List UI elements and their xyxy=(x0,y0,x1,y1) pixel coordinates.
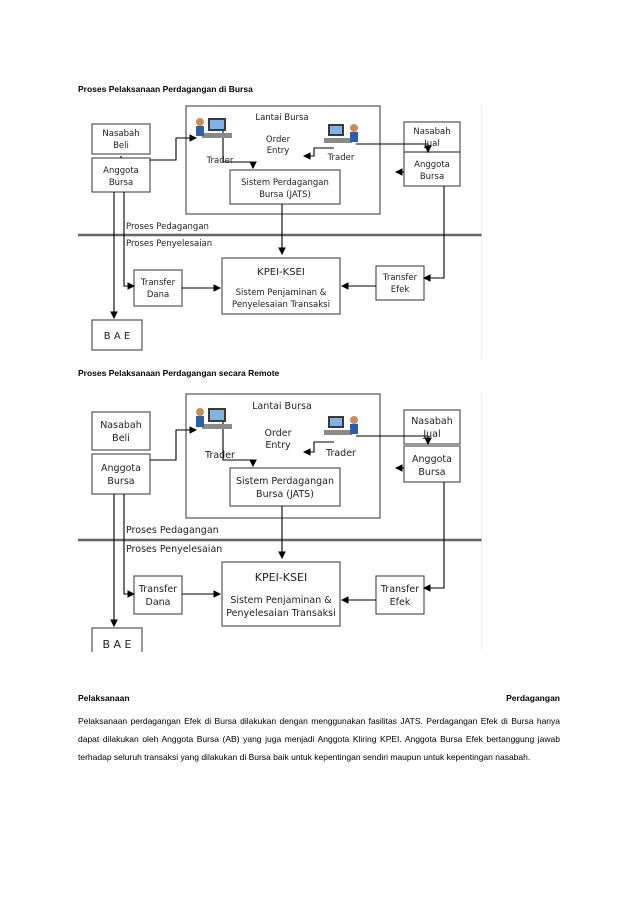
section-title-left: Pelaksanaan xyxy=(78,693,130,703)
box-kpei xyxy=(221,561,341,627)
jats-label: Bursa (JATS) xyxy=(259,190,311,200)
anggota-bursa-label: Bursa xyxy=(107,476,134,487)
kpei-sub-label: Sistem Penjaminan & xyxy=(230,595,332,606)
kpei-sub-label: Penyelesaian Transaksi xyxy=(226,608,336,619)
transfer-efek-label: Efek xyxy=(391,285,410,295)
trader-label: Trader xyxy=(325,448,356,459)
transfer-dana-label: Transfer xyxy=(140,278,176,288)
proses-pedagangan-label: Proses Pedagangan xyxy=(126,525,219,536)
box-anggota-bursa xyxy=(91,453,151,495)
trader-computer-icon xyxy=(196,408,232,429)
trader-label: Trader xyxy=(204,450,235,461)
box-transfer-dana xyxy=(133,269,183,307)
box-jats xyxy=(229,467,341,507)
transfer-dana-label: Transfer xyxy=(138,584,177,595)
transfer-dana-label: Dana xyxy=(147,290,169,300)
jats-label: Bursa (JATS) xyxy=(256,489,314,500)
diagram-remote: Lantai Bursa Order Entry Trader Trader N… xyxy=(78,388,482,652)
body-paragraph: Pelaksanaan perdagangan Efek di Bursa di… xyxy=(78,716,560,762)
box-transfer-efek xyxy=(375,575,425,615)
anggota-bursa-label: Anggota xyxy=(414,160,450,170)
trader-computer-icon xyxy=(196,118,232,138)
box-nasabah-jual xyxy=(403,409,461,445)
kpei-sub-label: Sistem Penjaminan & xyxy=(236,288,327,298)
nasabah-beli-label: Beli xyxy=(113,141,129,151)
order-entry-label: Order xyxy=(266,135,291,145)
kpei-label: KPEI-KSEI xyxy=(255,571,307,584)
nasabah-beli-label: Beli xyxy=(112,433,130,444)
proses-penyelesaian-label: Proses Penyelesaian xyxy=(126,544,222,555)
heading-bursa: Proses Pelaksanaan Perdagangan di Bursa xyxy=(78,84,253,94)
box-transfer-efek xyxy=(375,265,425,301)
transfer-efek-label: Transfer xyxy=(380,584,419,595)
jats-label: Sistem Perdagangan xyxy=(241,178,329,188)
lantai-bursa-label: Lantai Bursa xyxy=(255,113,308,123)
anggota-bursa-label: Anggota xyxy=(412,454,452,465)
box-lantai-bursa xyxy=(185,393,381,519)
box-jats xyxy=(229,169,341,205)
box-transfer-dana xyxy=(133,575,183,615)
bae-label: B A E xyxy=(102,638,131,651)
box-bae xyxy=(91,627,143,652)
transfer-dana-label: Dana xyxy=(146,597,171,608)
trader-label: Trader xyxy=(206,156,234,166)
transfer-efek-label: Efek xyxy=(390,597,411,608)
nasabah-jual-label: Nasabah xyxy=(413,127,450,137)
anggota-bursa-label: Anggota xyxy=(103,166,139,176)
transfer-efek-label: Transfer xyxy=(382,273,418,283)
kpei-label: KPEI-KSEI xyxy=(257,267,305,278)
anggota-bursa-label: Anggota xyxy=(101,463,141,474)
section-title-right: Perdagangan xyxy=(506,693,560,703)
order-entry-label: Entry xyxy=(267,146,290,156)
lantai-bursa-label: Lantai Bursa xyxy=(252,401,312,412)
box-kpei xyxy=(221,257,341,315)
box-anggota-bursa-right xyxy=(403,445,461,483)
box-lantai-bursa xyxy=(185,105,381,215)
nasabah-jual-label: Jual xyxy=(422,429,440,440)
kpei-sub-label: Penyelesaian Transaksi xyxy=(232,300,330,310)
order-entry-label: Order xyxy=(265,428,292,439)
anggota-bursa-label: Bursa xyxy=(109,178,133,188)
heading-remote: Proses Pelaksanaan Perdagangan secara Re… xyxy=(78,368,280,378)
box-bae xyxy=(91,319,143,351)
bae-label: B A E xyxy=(104,331,130,342)
order-entry-label: Entry xyxy=(265,440,291,451)
box-anggota-bursa-right xyxy=(403,151,461,187)
proses-penyelesaian-label: Proses Penyelesaian xyxy=(126,239,212,249)
nasabah-beli-label: Nasabah xyxy=(102,129,139,139)
trader-computer-icon xyxy=(324,124,358,143)
diagram-bursa: Lantai Bursa Order Entry Trader Trader N… xyxy=(78,100,482,364)
proses-pedagangan-label: Proses Pedagangan xyxy=(126,222,209,232)
trader-computer-icon xyxy=(324,416,358,435)
trader-label: Trader xyxy=(327,153,355,163)
nasabah-beli-label: Nasabah xyxy=(100,420,142,431)
box-nasabah-beli xyxy=(91,411,151,451)
anggota-bursa-label: Bursa xyxy=(418,467,445,478)
nasabah-jual-label: Nasabah xyxy=(411,416,453,427)
jats-label: Sistem Perdagangan xyxy=(236,476,334,487)
nasabah-jual-label: Jual xyxy=(423,139,439,149)
box-nasabah-beli xyxy=(91,123,151,155)
anggota-bursa-label: Bursa xyxy=(420,172,444,182)
